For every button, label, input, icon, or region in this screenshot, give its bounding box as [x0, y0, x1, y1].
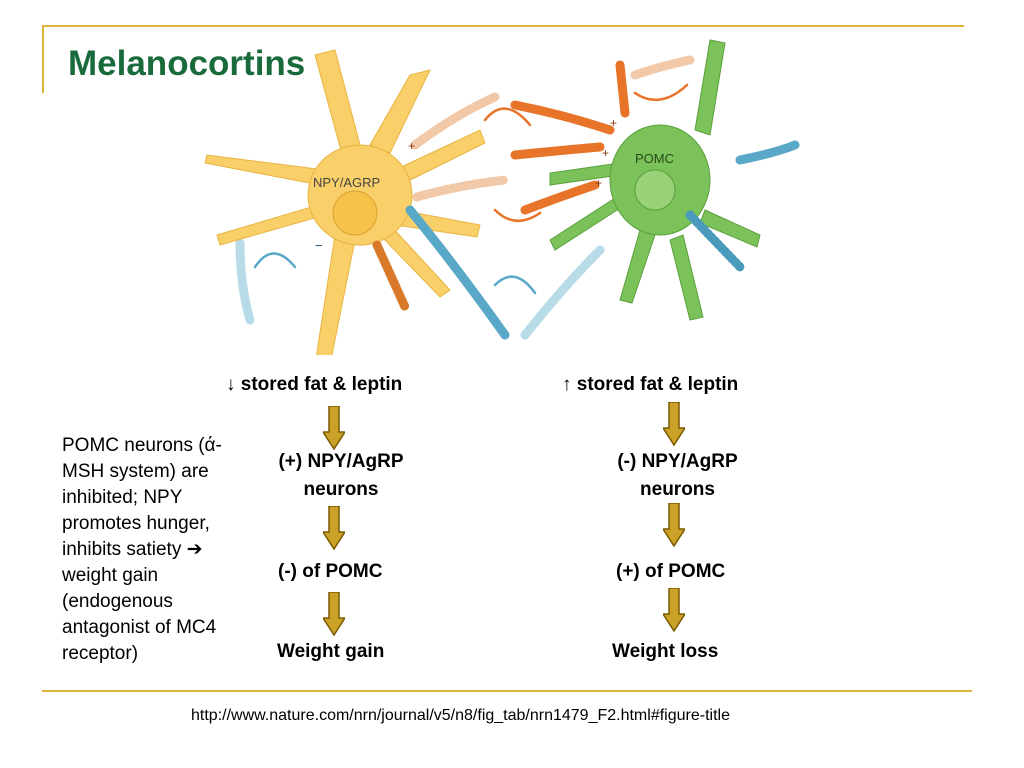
right-step2: (+) of POMC [616, 561, 726, 582]
npy-agrp-label: NPY/AGRP [313, 175, 380, 190]
slide-title: Melanocortins [68, 44, 306, 83]
plus-sign: + [408, 139, 415, 153]
pomc-description: POMC neurons (ά-MSH system) are inhibite… [62, 435, 222, 664]
down-arrow [323, 592, 345, 636]
faded-blue-axon-left [235, 238, 255, 325]
minus-sign: − [315, 238, 323, 253]
down-arrow [663, 588, 685, 632]
orange-synapse-marks: + + + + [408, 116, 617, 190]
right-step1: (-) NPY/AgRP neurons [617, 451, 738, 500]
pomc-nucleus [634, 169, 676, 211]
pomc-label: POMC [635, 151, 674, 166]
plus-sign: + [595, 176, 602, 190]
orange-axon-1 [510, 60, 630, 215]
faded-blue-axon-right [520, 245, 605, 340]
dotted-axon-left [372, 240, 410, 312]
left-outcome: Weight gain [277, 641, 385, 662]
frame-top-rule [42, 25, 964, 27]
npy-agrp-neuron [204, 49, 486, 355]
neuron-illustration: NPY/AGRP POMC + + + + − [204, 39, 800, 355]
frame-bottom-rule [42, 690, 972, 692]
down-arrow [663, 503, 685, 547]
blue-axon-1 [405, 140, 800, 340]
frame-left-rule [42, 25, 44, 93]
curved-arrows [253, 83, 689, 295]
right-outcome: Weight loss [612, 641, 719, 662]
plus-sign: + [602, 146, 609, 160]
source-url[interactable]: http://www.nature.com/nrn/journal/v5/n8/… [191, 707, 730, 724]
plus-sign: + [610, 116, 617, 130]
down-arrow [323, 506, 345, 550]
faded-orange-axon-top-right [630, 55, 695, 80]
left-step1: (+) NPY/AgRP neurons [278, 451, 404, 500]
dotted-axon-right [685, 210, 745, 272]
left-step2: (-) of POMC [278, 561, 383, 582]
faded-orange-axon-top [410, 92, 500, 150]
down-arrow [323, 406, 345, 450]
down-arrow [663, 402, 685, 446]
npy-agrp-nucleus [332, 190, 378, 236]
faded-orange-axon-mid [412, 175, 510, 202]
left-condition-label: ↓ stored fat & leptin [226, 374, 403, 395]
right-condition-label: ↑ stored fat & leptin [562, 374, 739, 395]
